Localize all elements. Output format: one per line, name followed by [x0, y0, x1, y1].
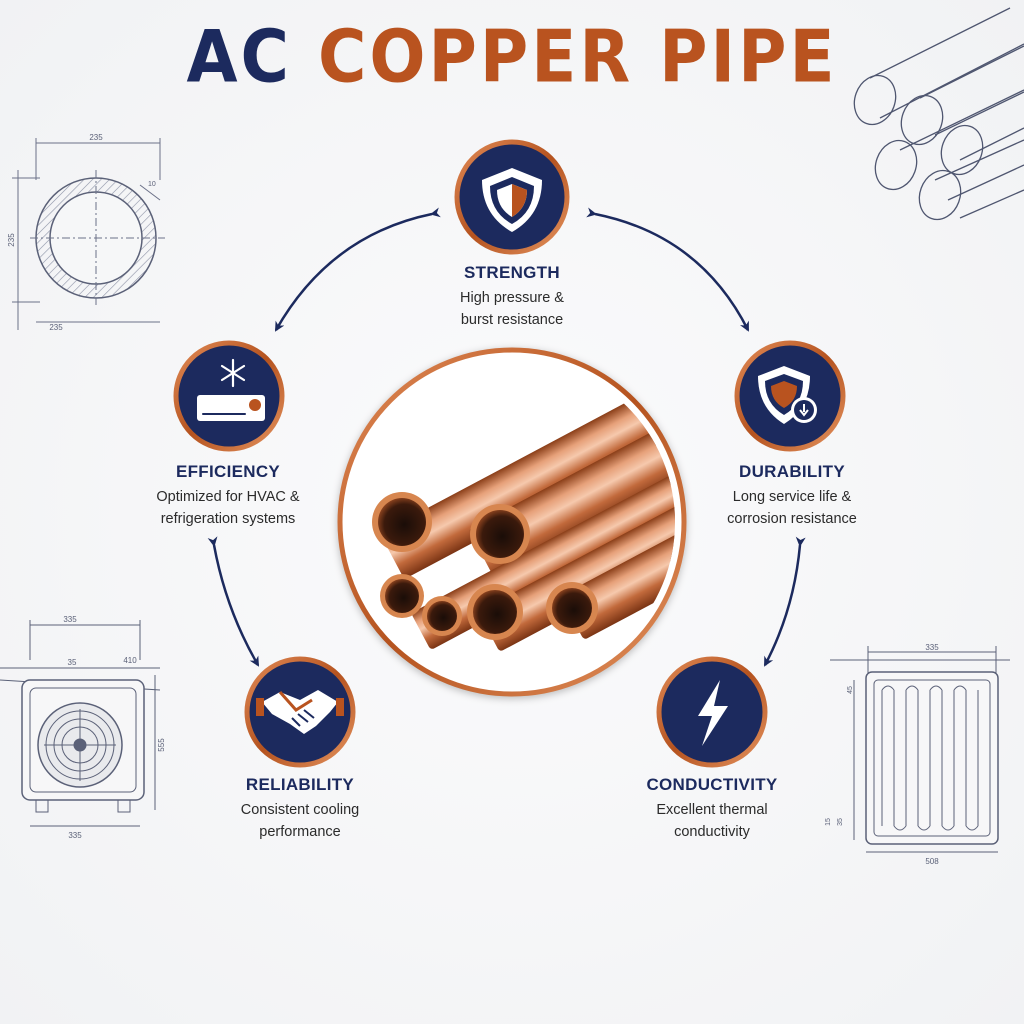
feature-efficiency: EFFICIENCY Optimized for HVAC & refriger… — [108, 462, 348, 530]
sketch-coil-dim-side1: 45 — [847, 686, 854, 694]
ac-snowflake-icon — [197, 358, 265, 421]
feature-durability: DURABILITY Long service life & corrosion… — [672, 462, 912, 530]
sketch-unit-dim-sub1: 35 — [68, 658, 77, 667]
sketch-unit-dim-top: 335 — [63, 615, 77, 624]
copper-pipes-image — [337, 347, 687, 697]
feature-desc: High pressure & burst resistance — [392, 287, 632, 331]
efficiency-badge — [173, 340, 285, 452]
coil-sketch — [830, 646, 1010, 853]
sketch-unit-dim-bottom: 335 — [68, 831, 82, 840]
feature-desc-line: High pressure & — [460, 290, 564, 306]
pipe-section-sketch — [12, 138, 165, 330]
feature-desc-line: Consistent cooling — [240, 802, 360, 818]
feature-title: DURABILITY — [739, 462, 845, 481]
feature-desc-line: Optimized for HVAC & — [156, 489, 300, 505]
sketch-dim-top: 235 — [89, 133, 103, 142]
shield-icon — [482, 168, 542, 232]
sketch-dim-left: 235 — [7, 233, 16, 247]
conductivity-badge — [656, 656, 768, 768]
handshake-icon — [256, 690, 344, 734]
feature-desc: Optimized for HVAC & refrigeration syste… — [108, 486, 348, 530]
lightning-bolt-icon — [698, 680, 728, 746]
sketch-unit-dim-sub2: 410 — [123, 656, 137, 665]
feature-desc-line: corrosion resistance — [727, 511, 857, 527]
feature-desc-line: conductivity — [674, 824, 750, 840]
feature-desc: Excellent thermal conductivity — [592, 799, 832, 843]
outdoor-unit-sketch — [0, 620, 161, 827]
title-copper-pipe: COPPER PIPE — [317, 14, 838, 99]
sketch-coil-dim-side3: 35 — [837, 818, 844, 826]
sketch-dim-bottom: 235 — [49, 323, 63, 332]
title-ac: AC — [186, 14, 292, 99]
feature-desc: Long service life & corrosion resistance — [672, 486, 912, 530]
feature-conductivity: CONDUCTIVITY Excellent thermal conductiv… — [592, 775, 832, 843]
reliability-badge — [244, 656, 356, 768]
feature-title: EFFICIENCY — [175, 462, 281, 481]
feature-desc-line: burst resistance — [460, 312, 564, 328]
sketch-coil-dim-bottom: 508 — [925, 857, 939, 866]
feature-desc: Consistent cooling performance — [180, 799, 420, 843]
sketch-unit-dim-side: 555 — [157, 738, 166, 752]
sketch-dim-wall: 10 — [148, 181, 156, 188]
feature-desc-line: Excellent thermal — [656, 802, 768, 818]
feature-desc-line: refrigeration systems — [160, 511, 296, 527]
page-title: AC COPPER PIPE — [0, 14, 1024, 99]
feature-title: RELIABILITY — [245, 775, 355, 794]
shield-clock-icon — [758, 366, 817, 424]
feature-title: CONDUCTIVITY — [646, 775, 778, 794]
sketch-coil-dim-side2: 15 — [825, 818, 832, 826]
feature-reliability: RELIABILITY Consistent cooling performan… — [180, 775, 420, 843]
sketch-coil-dim-top: 335 — [925, 643, 939, 652]
pipe-bundle-sketch — [853, 7, 1024, 221]
feature-desc-line: performance — [259, 824, 341, 840]
cycle-arrows — [207, 207, 806, 667]
feature-desc-line: Long service life & — [732, 489, 852, 505]
feature-title: STRENGTH — [464, 263, 560, 282]
durability-badge — [734, 340, 846, 452]
strength-badge — [454, 139, 570, 255]
feature-strength: STRENGTH High pressure & burst resistanc… — [392, 263, 632, 331]
